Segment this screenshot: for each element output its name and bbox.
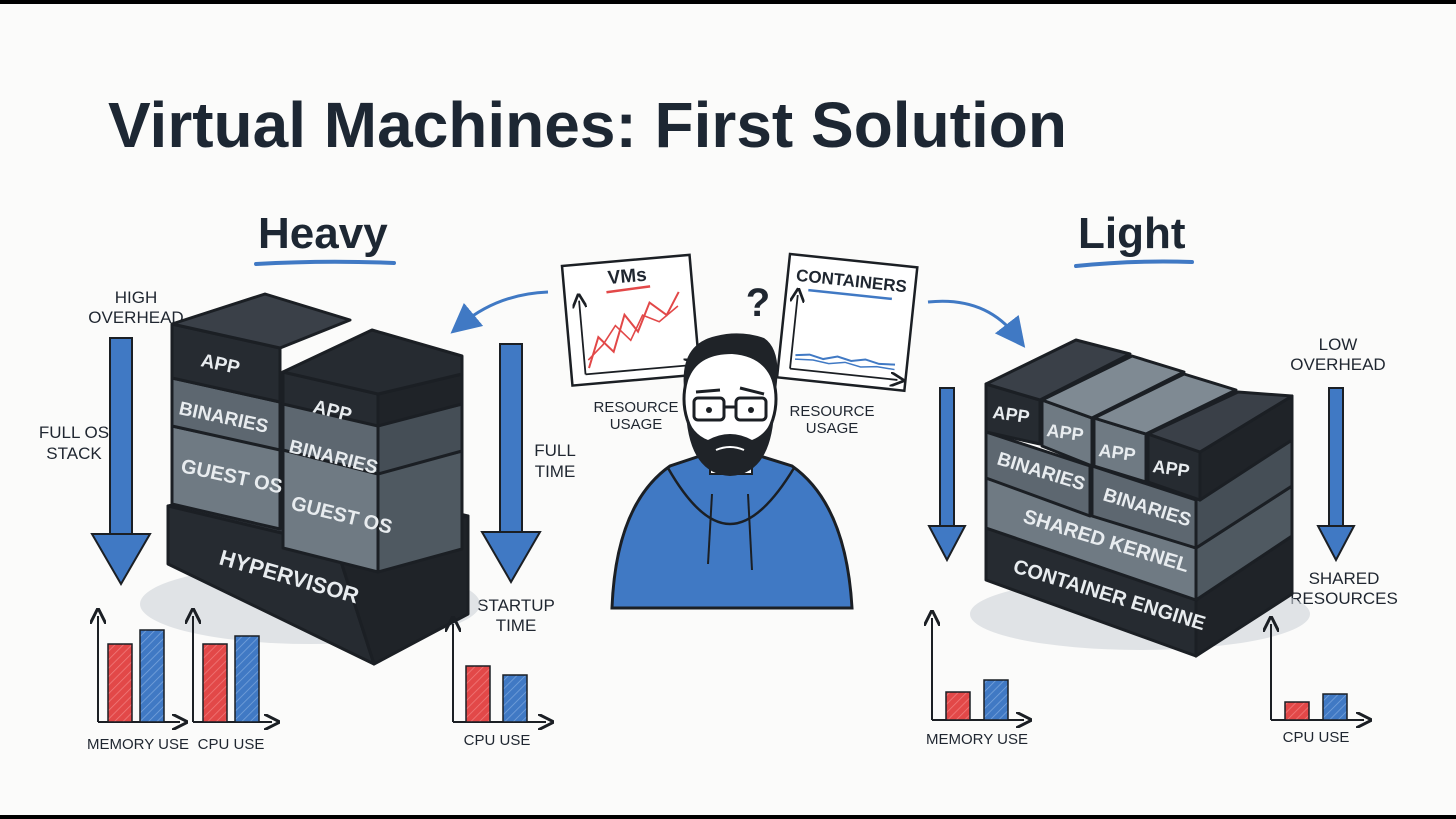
app-row: APP APP APP APP (984, 338, 1294, 502)
heavy-underline (254, 259, 396, 266)
resource-usage-label-1-line1: RESOURCE (593, 399, 678, 416)
right-cpu-bar-container (1322, 693, 1348, 721)
question-mark-icon: ? (746, 281, 770, 325)
left-startup-bar-vm (465, 665, 491, 723)
low-overhead-label-line2: OVERHEAD (1290, 355, 1385, 374)
container-stack: CONTAINER ENGINE SHARED KERNEL BINARIES … (970, 338, 1310, 658)
left-memory-bar-vm (107, 643, 133, 723)
right-cpu-use-label: CPU USE (1283, 729, 1350, 746)
full-time-arrow (480, 343, 542, 584)
left-cpu-chart: CPU USE (193, 616, 272, 753)
resource-usage-label-1-line2: USAGE (610, 416, 663, 433)
left-startup-bar-container (502, 674, 528, 723)
resource-usage-label-2-line2: USAGE (806, 420, 859, 437)
full-os-stack-label-line2: STACK (46, 444, 102, 463)
left-cpu-bar-vm (202, 643, 228, 723)
left-cpu-use-label-1: CPU USE (198, 736, 265, 753)
right-memory-chart: MEMORY USE (926, 618, 1028, 748)
right-cpu-bar-vm (1284, 701, 1310, 721)
full-time-label-line1: FULL (534, 441, 576, 460)
light-heading: Light (1078, 209, 1186, 258)
right-memory-bar-vm (945, 691, 971, 721)
resource-usage-label-2-line1: RESOURCE (789, 403, 874, 420)
binaries-row: BINARIES BINARIES (984, 430, 1294, 550)
left-memory-bar-container (139, 629, 165, 723)
full-os-stack-arrow (90, 337, 152, 586)
low-overhead-label-line1: LOW (1319, 335, 1358, 354)
containers-resource-card: CONTAINERS (775, 252, 919, 393)
diagram-canvas: Virtual Machines: First Solution Heavy H… (0, 4, 1456, 815)
full-time-label-line2: TIME (535, 462, 576, 481)
startup-time-label-line2: TIME (496, 616, 537, 635)
arrow-to-light (927, 299, 1026, 348)
page-title: Virtual Machines: First Solution (108, 89, 1067, 161)
high-overhead-label-line2: OVERHEAD (88, 308, 183, 327)
vm2: GUEST OS BINARIES APP (281, 328, 464, 574)
confused-person-icon (610, 333, 854, 610)
left-memory-use-label: MEMORY USE (87, 736, 189, 753)
shared-resources-arrow (1316, 387, 1356, 563)
vms-resource-card: VMs (560, 253, 702, 387)
left-cpu-bar-container (234, 635, 260, 723)
light-underline (1074, 259, 1194, 268)
vm1: GUEST OS BINARIES APP (170, 292, 352, 531)
vms-card-title: VMs (607, 265, 648, 289)
full-os-stack-label-line1: FULL OS (39, 423, 109, 442)
left-memory-chart: MEMORY USE (87, 616, 189, 753)
left-cpu-use-label-2: CPU USE (464, 732, 531, 749)
right-cpu-chart: CPU USE (1271, 624, 1364, 746)
right-memory-bar-container (983, 679, 1009, 721)
right-memory-use-label: MEMORY USE (926, 731, 1028, 748)
heavy-heading: Heavy (258, 209, 388, 258)
left-light-arrow (927, 387, 967, 563)
startup-time-label-line1: STARTUP (477, 596, 555, 615)
diagram-svg: Virtual Machines: First Solution Heavy H… (39, 89, 1398, 753)
shared-resources-label-line1: SHARED (1309, 569, 1380, 588)
high-overhead-label-line1: HIGH (115, 288, 158, 307)
arrow-to-heavy (450, 290, 549, 334)
vm-stack: HYPERVISOR GUEST OS BINARIES APP GUEST O… (140, 292, 480, 666)
shared-resources-label-line2: RESOURCES (1290, 589, 1398, 608)
left-startup-chart: CPU USE (453, 624, 546, 749)
